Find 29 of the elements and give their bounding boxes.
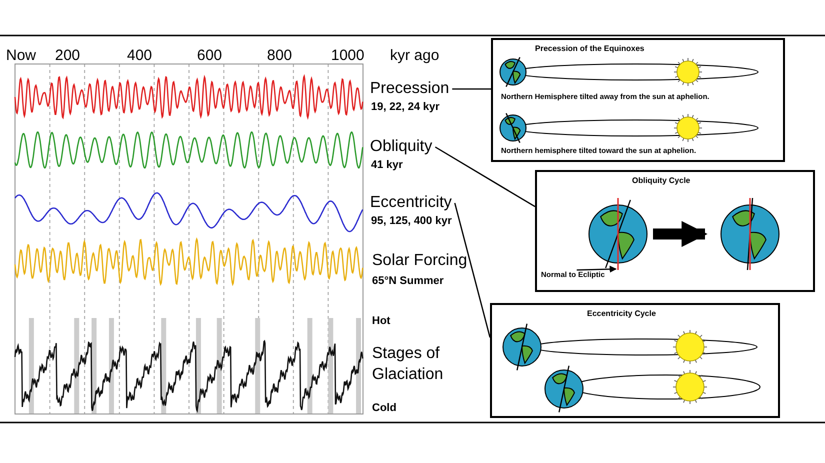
axis-tick-label: 1000 [331, 47, 364, 64]
scale-label: Hot [372, 315, 390, 327]
panel-title: Precession of the Equinoxes [535, 44, 644, 53]
axis-tick-label: 200 [55, 47, 80, 64]
block-arrow [653, 221, 708, 247]
curve-name: Stages of Glaciation [372, 344, 444, 385]
curve-name: Eccentricity [370, 194, 452, 212]
scale-label: Cold [372, 402, 396, 414]
curve-subtitle: 65°N Summer [372, 275, 444, 287]
inset-panel [491, 38, 785, 162]
connector-line [434, 146, 536, 208]
axis-tick-label: 400 [127, 47, 152, 64]
axis-unit-label: kyr ago [390, 47, 440, 64]
panel-title: Eccentricity Cycle [587, 309, 656, 318]
inset-panel [490, 303, 780, 418]
curve-subtitle: 19, 22, 24 kyr [371, 101, 440, 113]
curve-subtitle: 95, 125, 400 kyr [371, 215, 452, 227]
curve-name: Precession [370, 80, 450, 98]
axis-tick-label: 800 [267, 47, 292, 64]
connector-line [454, 202, 491, 338]
curve-name: Solar Forcing [372, 252, 468, 270]
curve-subtitle: 41 kyr [371, 159, 403, 171]
panel-title: Obliquity Cycle [632, 176, 690, 185]
connector-line [452, 88, 491, 90]
curve-name: Obliquity [370, 138, 432, 156]
leader-line [576, 266, 617, 273]
inset-panel [535, 170, 815, 292]
axis-tick-label: Now [6, 47, 36, 64]
axis-tick-label: 600 [197, 47, 222, 64]
